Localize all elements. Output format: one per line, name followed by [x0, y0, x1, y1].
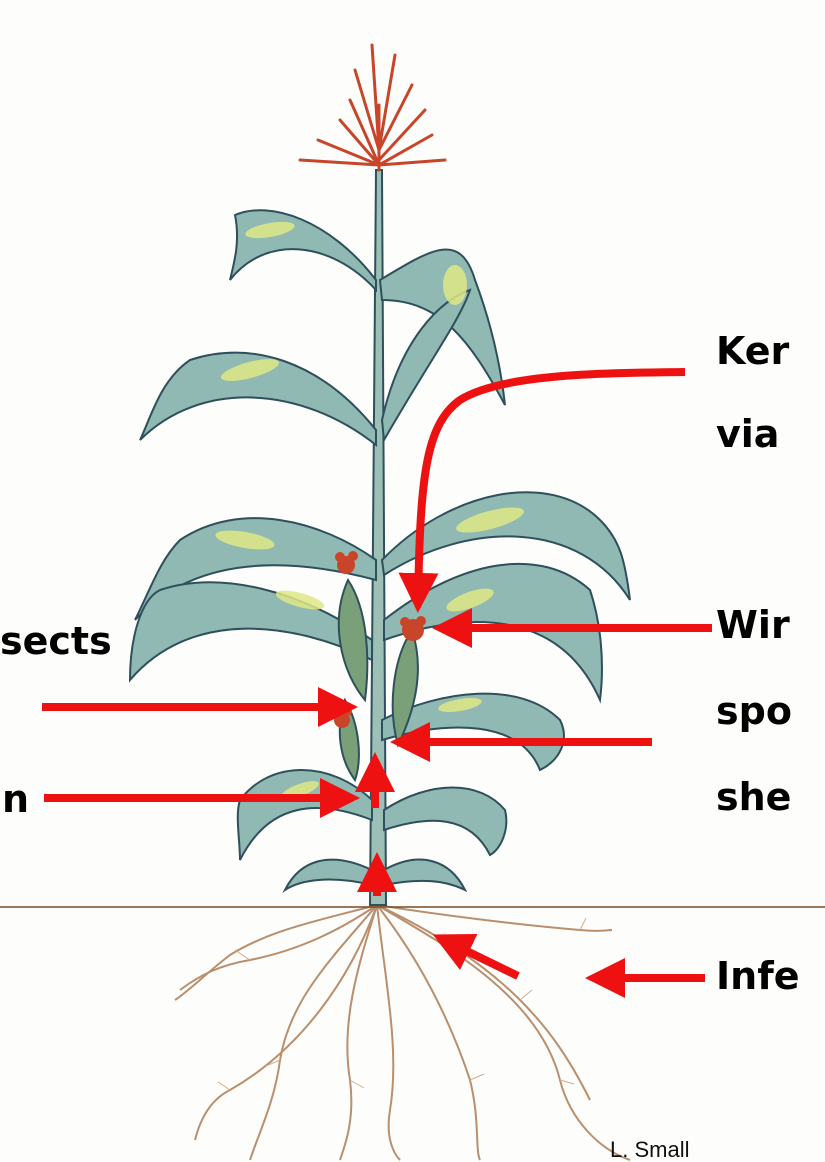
root-system [175, 905, 630, 1160]
wind-label-line2: spo [716, 692, 792, 730]
kernel-label-line1: Ker [716, 332, 789, 370]
wind-label-line1: Wir [716, 606, 790, 644]
kernel-label-line2: via [716, 415, 779, 453]
tassel [300, 45, 445, 170]
infection-label: Infe [716, 957, 800, 995]
root-hairs [218, 918, 586, 1090]
insects-label: sects [0, 622, 112, 660]
wind-label-line3: she [716, 778, 791, 816]
credit-text: L. Small [610, 1139, 689, 1161]
left-lower-label: n [2, 780, 29, 818]
